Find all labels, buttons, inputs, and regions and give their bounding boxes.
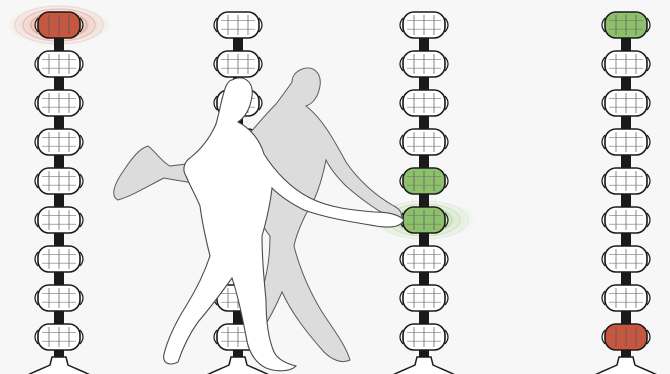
- segment-connector: [621, 116, 631, 129]
- tower-segment: [602, 246, 650, 272]
- tower-segment: [35, 285, 83, 311]
- tower-segment: [35, 324, 83, 350]
- segment-connector: [54, 233, 64, 246]
- segment-connector: [621, 155, 631, 168]
- segment-connector: [419, 233, 429, 246]
- tower-segment: [35, 90, 83, 116]
- segment-connector: [419, 155, 429, 168]
- tower-column: [580, 12, 670, 374]
- tower-base: [382, 357, 466, 374]
- tower-base: [17, 357, 101, 374]
- tower-segment: [400, 129, 448, 155]
- tower-segment: [35, 168, 83, 194]
- segment-connector: [54, 116, 64, 129]
- tower-segment: [35, 12, 83, 38]
- tower-segment: [214, 12, 262, 38]
- segment-connector: [419, 38, 429, 51]
- segment-connector: [621, 272, 631, 285]
- tower-segment: [602, 129, 650, 155]
- segment-connector: [419, 311, 429, 324]
- segment-connector: [54, 155, 64, 168]
- segment-connector: [54, 38, 64, 51]
- segment-connector: [621, 38, 631, 51]
- segment-connector: [621, 77, 631, 90]
- tower-segment: [400, 90, 448, 116]
- segment-connector: [419, 77, 429, 90]
- tower-segment: [35, 207, 83, 233]
- tower-segment: [400, 207, 448, 233]
- tower-segment: [35, 51, 83, 77]
- tower-segment: [602, 207, 650, 233]
- segment-connector: [621, 194, 631, 207]
- tower-segment: [35, 129, 83, 155]
- tower-segment: [602, 168, 650, 194]
- tower-segment: [400, 51, 448, 77]
- tower-segment: [400, 324, 448, 350]
- tower-segment: [602, 324, 650, 350]
- segment-connector: [233, 38, 243, 51]
- tower-segment: [602, 285, 650, 311]
- tower-segment: [400, 168, 448, 194]
- tower-segment: [214, 51, 262, 77]
- segment-connector: [419, 116, 429, 129]
- tower-segment: [602, 12, 650, 38]
- segment-connector: [419, 194, 429, 207]
- tower-segment: [400, 12, 448, 38]
- tower-column: [7, 5, 111, 374]
- figures-layer: [114, 68, 404, 371]
- segment-connector: [419, 272, 429, 285]
- segment-connector: [621, 233, 631, 246]
- segment-connector: [621, 311, 631, 324]
- tower-base: [584, 357, 668, 374]
- segment-connector: [54, 311, 64, 324]
- tower-segment: [602, 90, 650, 116]
- tower-segment: [602, 51, 650, 77]
- segment-connector: [54, 272, 64, 285]
- tower-segment: [400, 285, 448, 311]
- tower-column: [372, 12, 476, 374]
- columns-layer: [7, 5, 670, 374]
- tower-segment: [400, 246, 448, 272]
- tower-segment: [35, 246, 83, 272]
- segment-connector: [54, 77, 64, 90]
- segment-connector: [54, 194, 64, 207]
